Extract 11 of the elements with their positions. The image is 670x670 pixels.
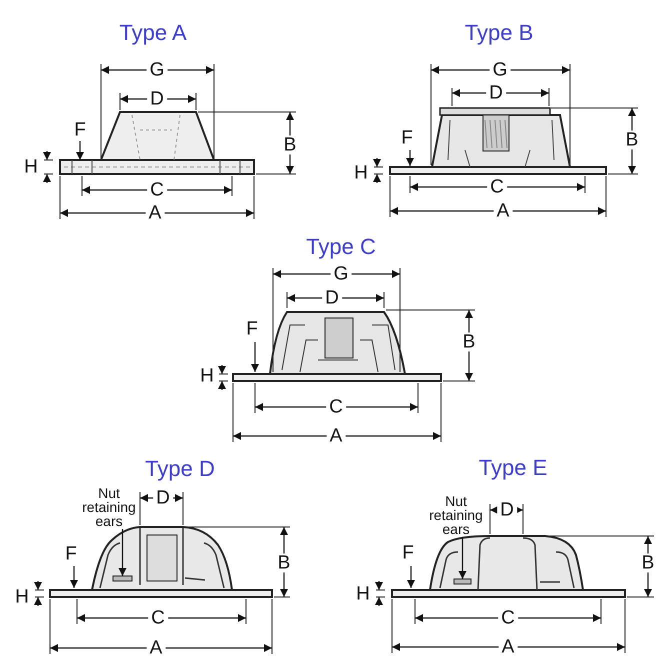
leader-line <box>118 529 126 576</box>
type-heading: Type C <box>305 236 377 258</box>
callout-text: Nut retaining ears <box>78 486 140 528</box>
type-heading: Type D <box>144 458 216 480</box>
callout-text: Nut retaining ears <box>425 494 487 536</box>
type-heading: Type E <box>478 457 548 479</box>
type-heading: Type B <box>464 22 534 44</box>
type-heading: Type A <box>118 22 188 44</box>
nut-retaining-ear <box>454 578 472 584</box>
leader-line <box>458 537 466 579</box>
nut-retaining-ear <box>112 576 132 582</box>
